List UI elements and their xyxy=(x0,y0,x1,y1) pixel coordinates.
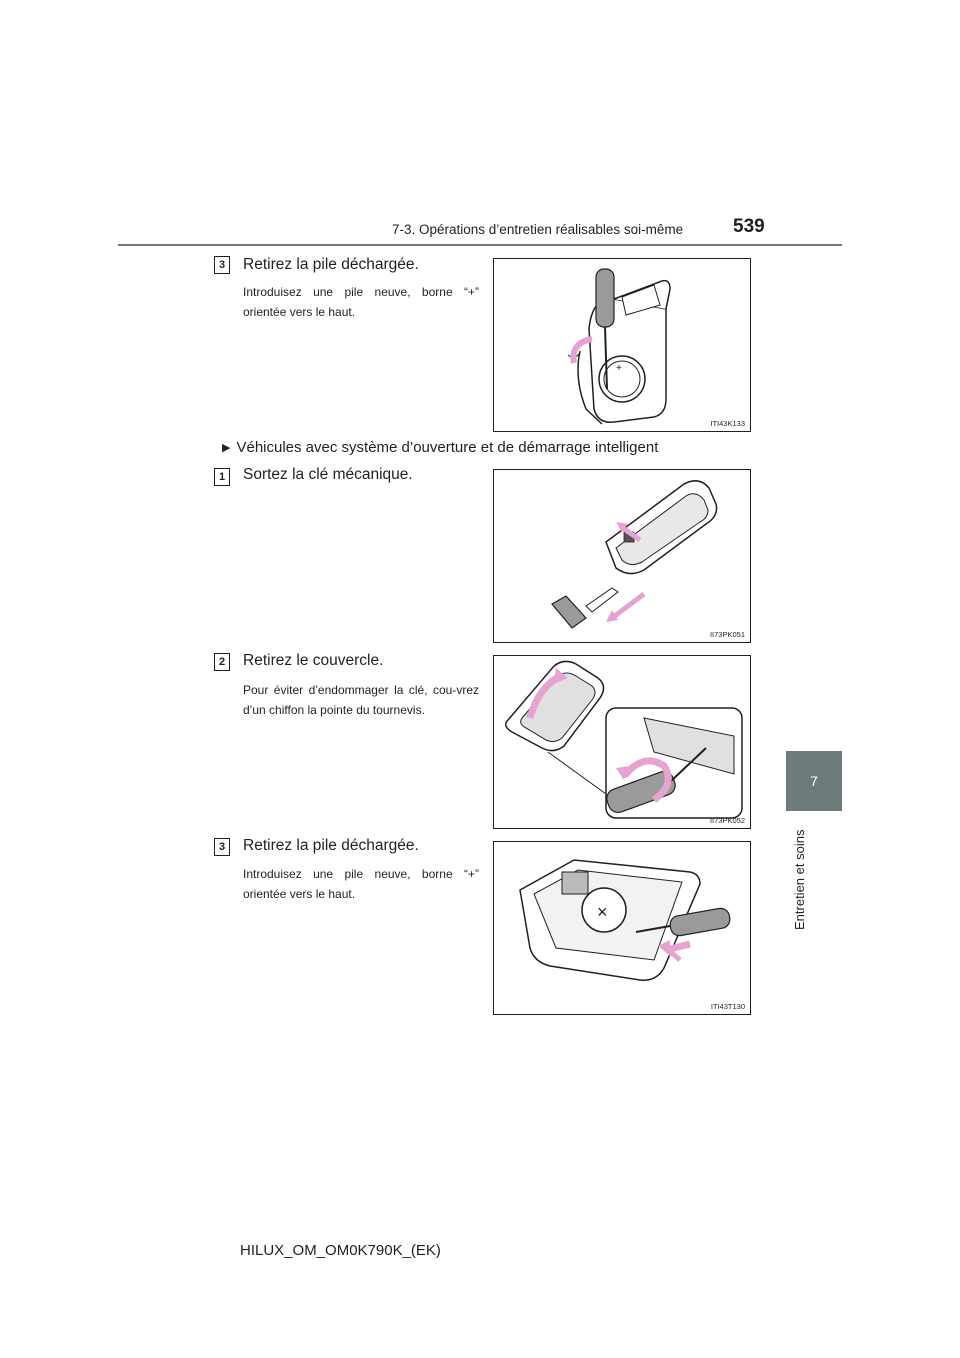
section-title: 7-3. Opérations d’entretien réalisables … xyxy=(392,222,684,237)
figure-remove-mechanical-key: II73PK051 xyxy=(493,469,751,643)
figure-code: ITI43K133 xyxy=(710,419,745,428)
cover-removal-illustration xyxy=(505,660,743,819)
step-body: Introduisez une pile neuve, borne “+” or… xyxy=(243,285,479,319)
step-body: Pour éviter d’endommager la clé, cou-vre… xyxy=(243,683,479,717)
figure-battery-removal-conventional: + ITI43K133 xyxy=(493,258,751,432)
svg-text:+: + xyxy=(616,363,622,374)
step-badge: 3 xyxy=(214,256,230,274)
footer-document-code: HILUX_OM_OM0K790K_(EK) xyxy=(240,1242,441,1259)
step-title: Sortez la clé mécanique. xyxy=(243,466,413,483)
figure-code: II73PK051 xyxy=(709,630,745,639)
chapter-label: Entretien et soins xyxy=(792,829,807,930)
smart-key-battery-illustration: × xyxy=(519,859,731,981)
key-battery-illustration: + xyxy=(567,268,671,425)
step-title: Retirez le couvercle. xyxy=(243,652,384,669)
triangle-bullet-icon: ▶ xyxy=(222,442,231,454)
figure-code: II73PK052 xyxy=(709,816,745,825)
step-badge: 1 xyxy=(214,468,230,486)
figure-battery-removal-smart: × ITI43T130 xyxy=(493,841,751,1015)
chapter-tab: 7 xyxy=(786,751,842,811)
figure-remove-cover: II73PK052 xyxy=(493,655,751,829)
figure-code: ITI43T130 xyxy=(710,1002,745,1011)
step-title: Retirez la pile déchargée. xyxy=(243,256,419,273)
step-badge: 2 xyxy=(214,653,230,671)
section-heading-smart-key: ▶ Véhicules avec système d’ouverture et d… xyxy=(222,439,658,456)
step-badge: 3 xyxy=(214,838,230,856)
header-rule xyxy=(118,244,842,246)
step-body: Introduisez une pile neuve, borne “+” or… xyxy=(243,867,479,901)
page-number: 539 xyxy=(733,216,765,237)
svg-text:×: × xyxy=(597,902,608,922)
section-heading-text: Véhicules avec système d’ouverture et de… xyxy=(236,439,659,456)
smart-key-illustration xyxy=(551,480,718,629)
step-title: Retirez la pile déchargée. xyxy=(243,837,419,854)
